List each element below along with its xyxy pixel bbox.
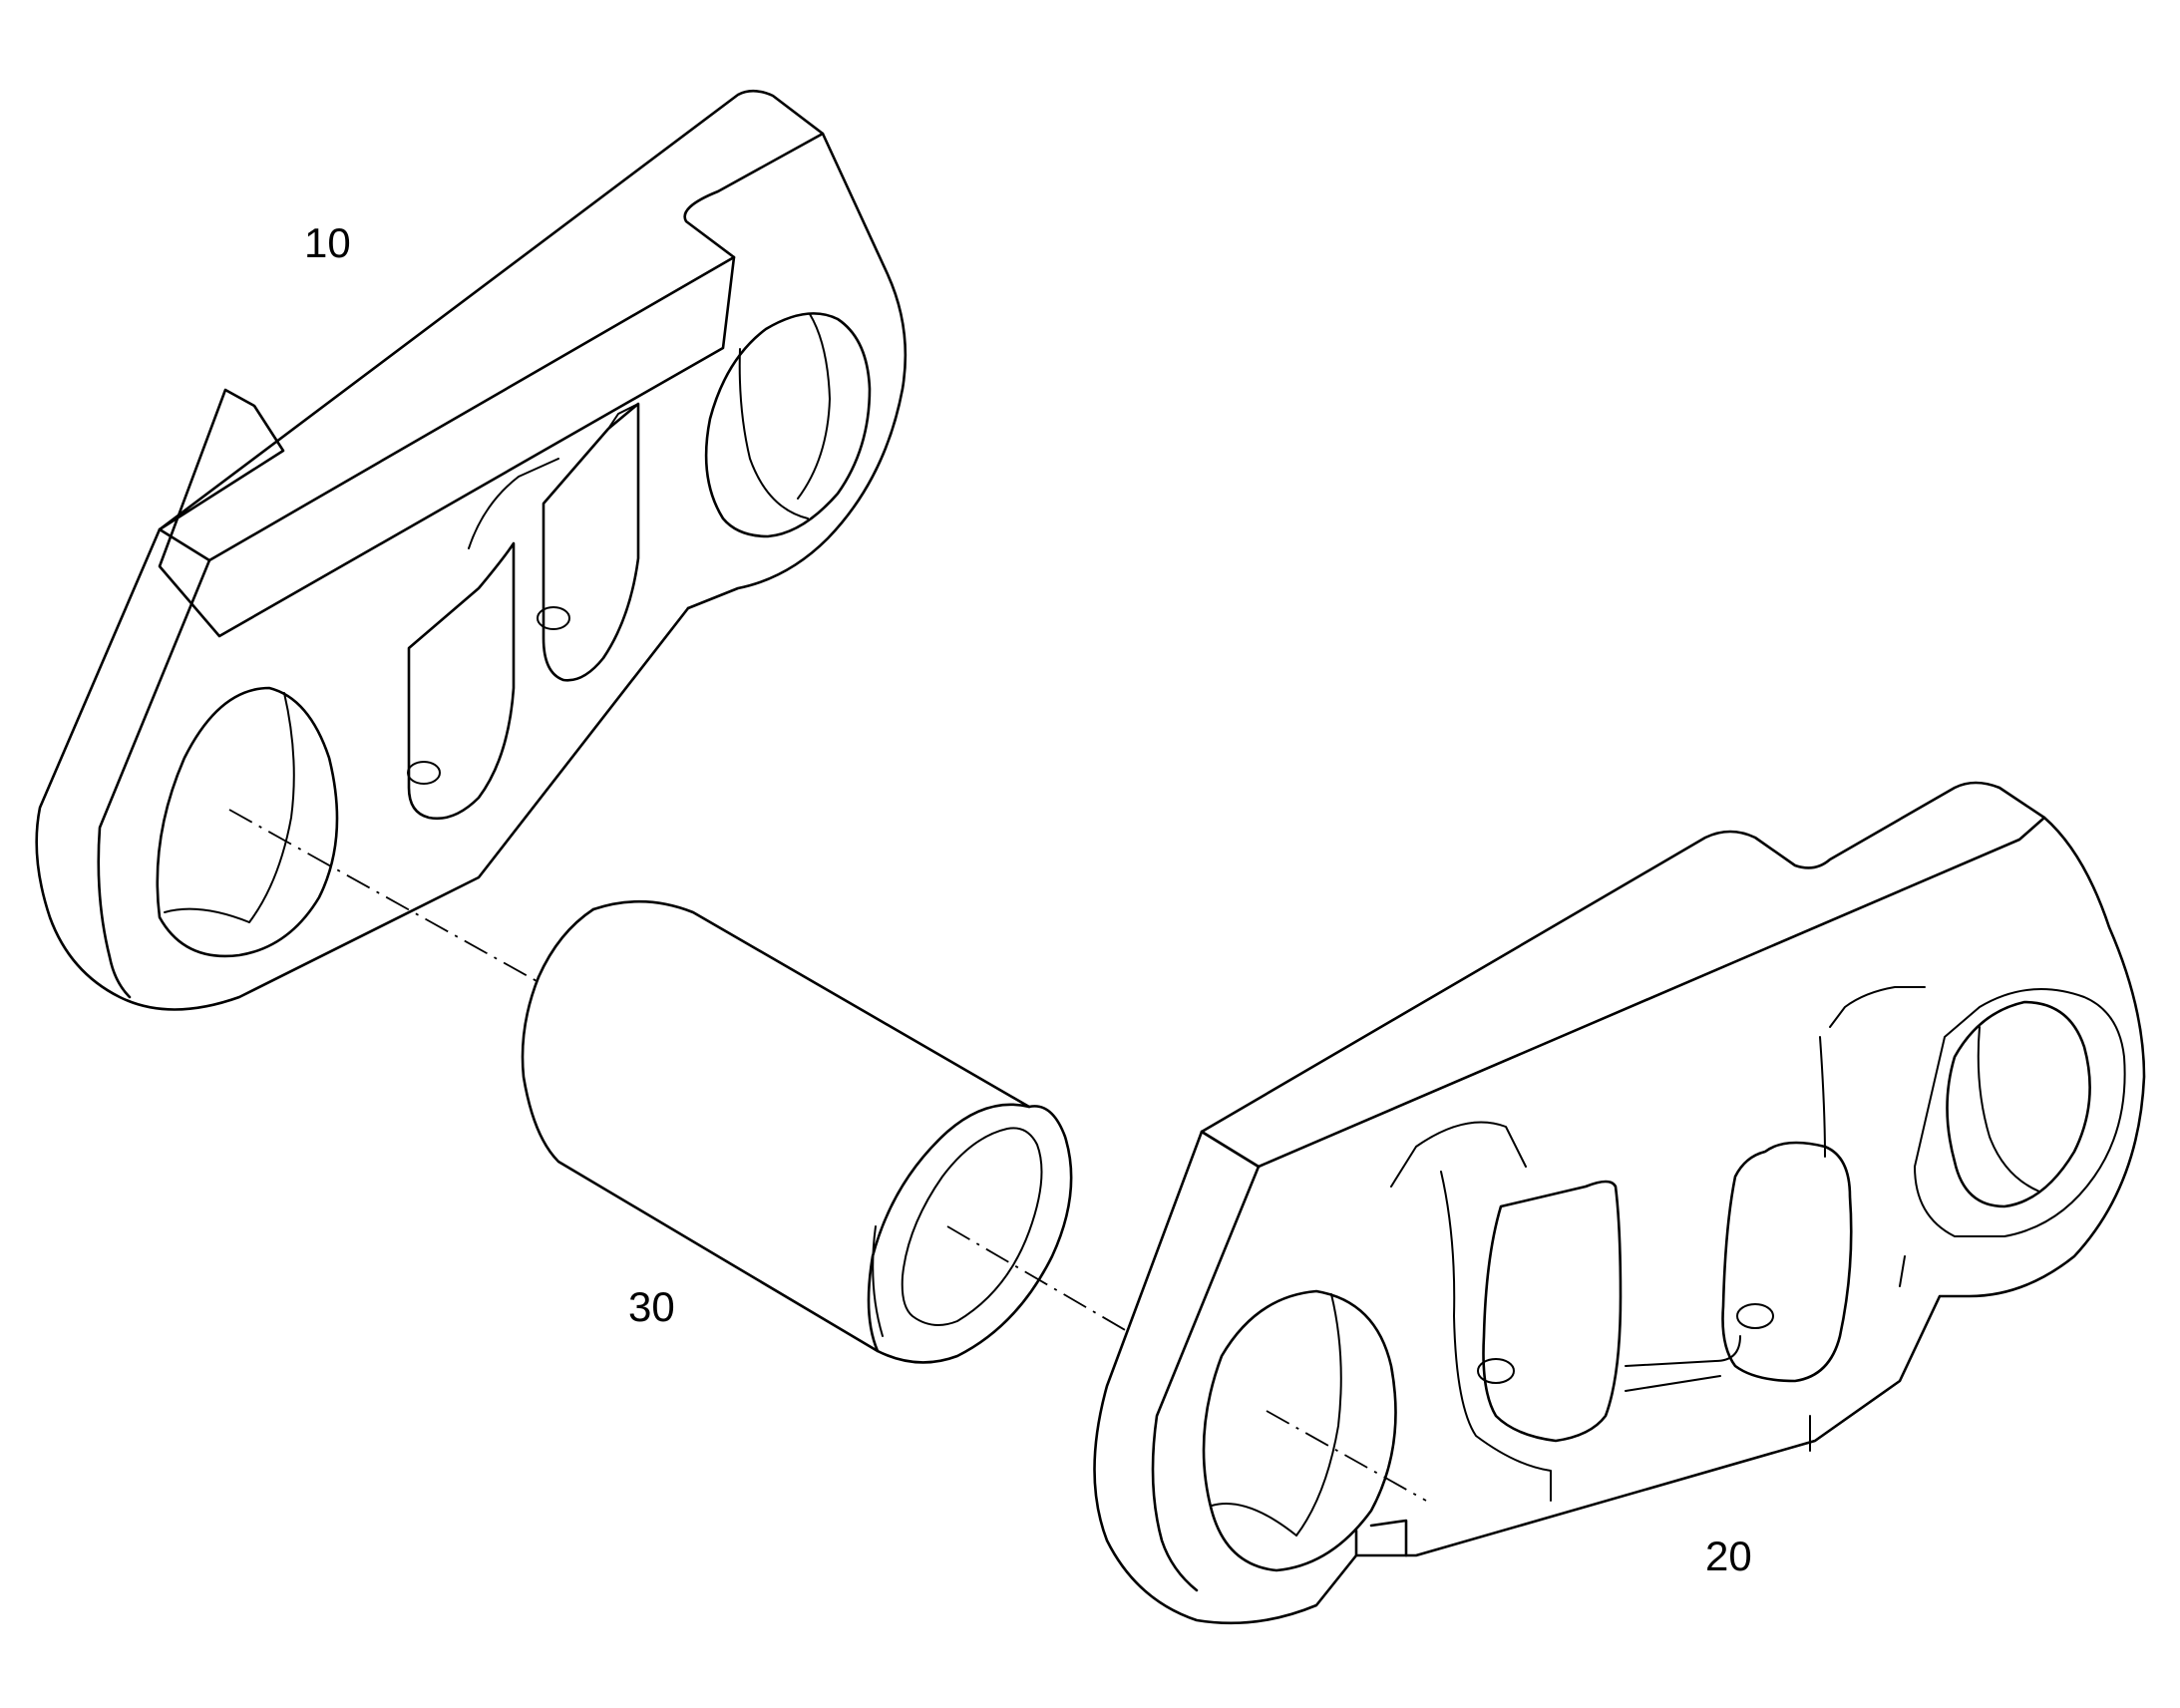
part-10-top-face: [158, 89, 825, 638]
assembly-axis-line-2: [946, 1225, 1128, 1332]
part-10-bottom-edge: [35, 527, 690, 1011]
callout-part-20: 20: [1705, 1533, 1752, 1579]
callout-part-10: 10: [304, 219, 351, 266]
part-10-link-plate: [35, 89, 908, 1011]
part-10-window-1: [407, 541, 516, 821]
part-20-link-plate: [1093, 781, 2146, 1625]
part-10-window-2: [542, 402, 640, 682]
part-20-window-1: [1482, 1180, 1623, 1443]
part-30-bore: [901, 1127, 1043, 1326]
part-10-left-bore: [156, 686, 339, 958]
part-20-left-end: [1093, 1130, 1358, 1625]
part-20-top-face: [1200, 781, 2046, 1169]
callout-part-30: 30: [628, 1283, 675, 1330]
part-20-boss: [1914, 988, 2126, 1237]
assembly-axis-line-3: [1266, 1410, 1427, 1502]
part-10-right-end: [686, 132, 908, 610]
part-20-left-bore: [1202, 1289, 1397, 1572]
part-20-window-2: [1721, 1141, 1853, 1383]
part-10-right-bore: [704, 312, 872, 538]
part-20-notch: [1369, 1519, 1408, 1557]
part-20-right-bore: [1946, 1000, 2091, 1208]
part-20-right-end: [1354, 816, 2146, 1557]
assembly-axis-line-1: [228, 809, 540, 983]
part-30-bushing: [521, 899, 1073, 1364]
part-30-end-face: [867, 1103, 1073, 1364]
part-30-body: [521, 899, 1031, 1353]
